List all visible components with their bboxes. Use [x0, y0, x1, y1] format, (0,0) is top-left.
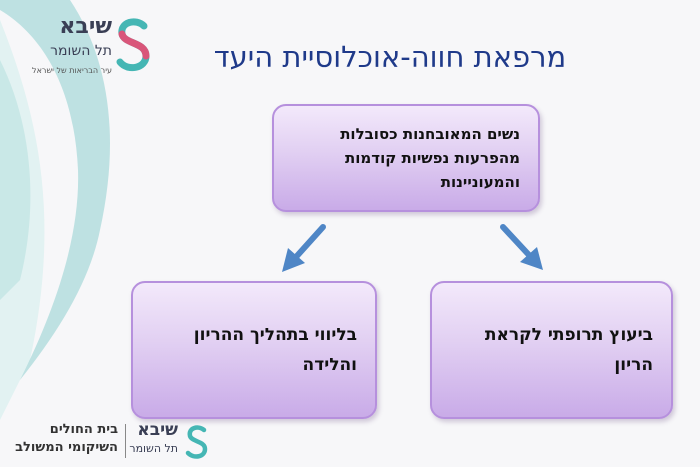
- logo-bottom-subtitle: תל השומר: [129, 442, 178, 455]
- consultation-box: ביעוץ תרופתי לקראת הריון: [430, 281, 673, 419]
- pregnancy-support-box: בליווי בתהליך ההריון והלידה: [131, 281, 377, 419]
- consultation-line-1: ביעוץ תרופתי לקראת הריון: [484, 325, 653, 375]
- arrow-left: [282, 224, 326, 272]
- target-line-3: והמעוניינות: [440, 173, 520, 191]
- target-line-1: נשים המאובחנות כסובלות: [340, 125, 520, 143]
- sheba-s-icon: [116, 18, 150, 72]
- sheba-rehab-logo: שיבא תל השומר בית החולים השיקומי המשולב: [15, 418, 210, 463]
- hospital-line-1: בית החולים: [49, 422, 118, 437]
- target-line-2: מהפרעות נפשיות קודמות: [345, 149, 520, 167]
- sheba-s-small-icon: [185, 425, 208, 459]
- logo-bottom-name: שיבא: [137, 420, 178, 440]
- slide-title: מרפאת חווה-אוכלוסיית היעד: [213, 40, 567, 74]
- hospital-line-2: השיקומי המשולב: [15, 440, 118, 455]
- logo-subtitle: תל השומר: [50, 43, 112, 59]
- logo-divider: [125, 424, 126, 458]
- target-population-box: נשים המאובחנות כסובלות מהפרעות נפשיות קו…: [272, 104, 540, 212]
- support-line-1: בליווי בתהליך ההריון: [193, 325, 357, 345]
- logo-tagline: עיר הבריאות של ישראל: [32, 66, 112, 75]
- sheba-logo: שיבא תל השומר עיר הבריאות של ישראל: [14, 14, 154, 84]
- arrow-right: [500, 224, 543, 270]
- logo-name: שיבא: [59, 14, 112, 39]
- support-line-2: והלידה: [302, 355, 357, 375]
